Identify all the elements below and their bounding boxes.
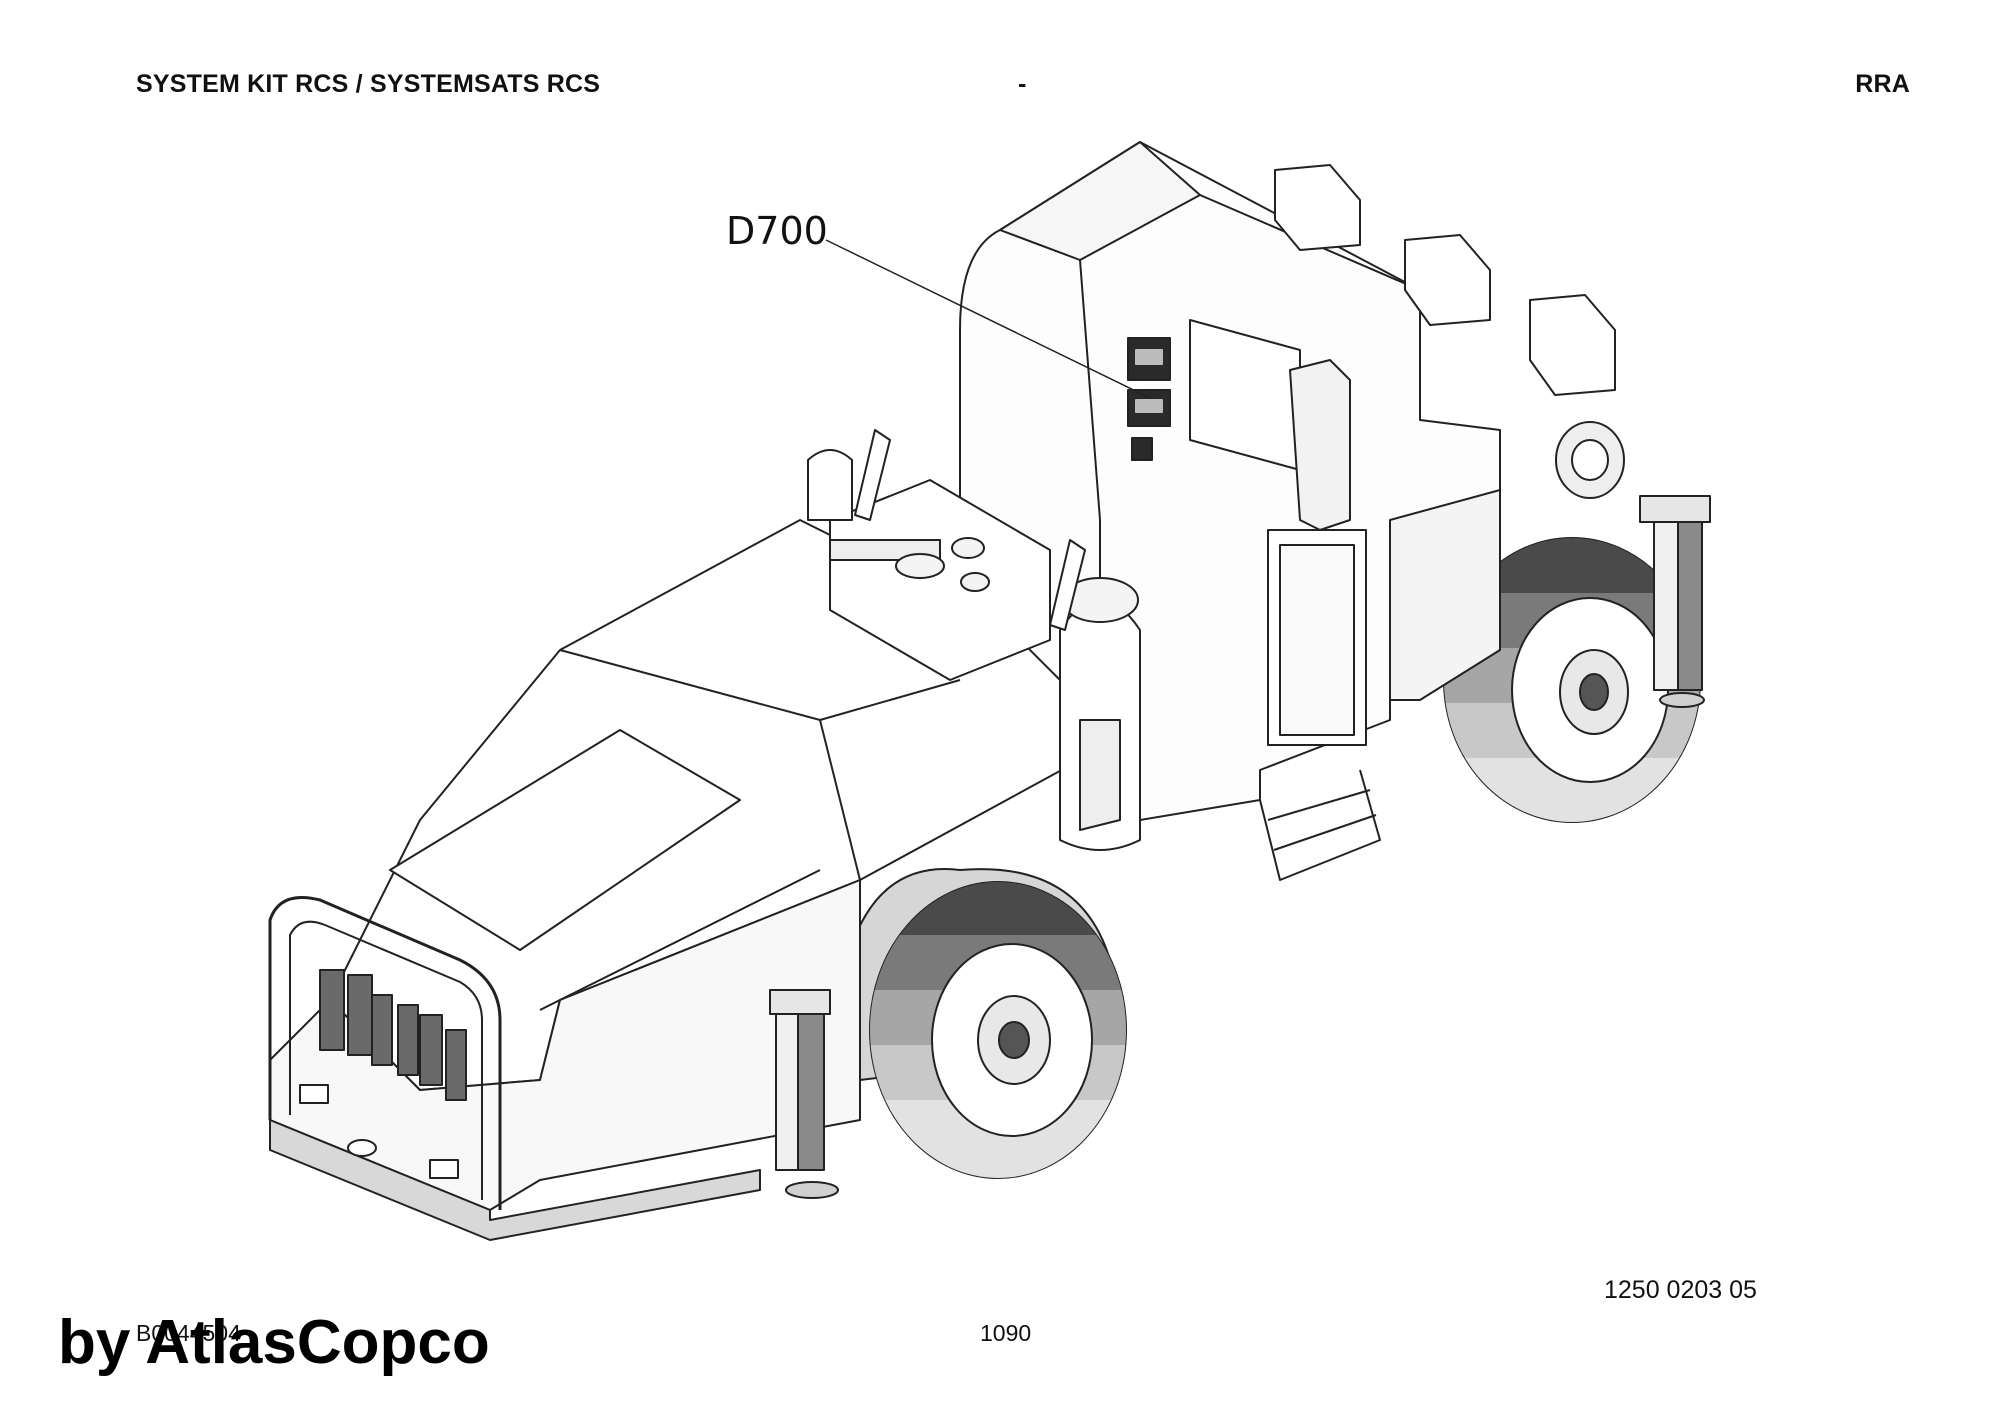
access-ladder	[1259, 769, 1381, 881]
document-title: SYSTEM KIT RCS / SYSTEMSATS RCS	[136, 70, 601, 98]
front-bumper-guard	[268, 896, 502, 1210]
headlight-cluster	[319, 969, 467, 1101]
control-unit-d700	[1127, 337, 1171, 461]
model-code: RRA	[1855, 70, 1910, 98]
part-number: 1250 0203 05	[1604, 1276, 1757, 1304]
callout-leader-line	[825, 239, 1151, 399]
atlascopco-watermark: by AtlasCopco	[58, 1308, 490, 1377]
engine-components	[807, 449, 1141, 851]
callout-label-d700: D700	[726, 209, 828, 253]
rear-outrigger	[1639, 495, 1711, 708]
front-outrigger	[769, 989, 839, 1199]
header-center-mark: -	[1018, 70, 1027, 98]
callout-d700: D700	[726, 209, 1151, 399]
page-number: 1090	[980, 1320, 1032, 1346]
engine-hood	[269, 519, 1081, 1241]
front-wheel	[849, 868, 1127, 1179]
drawing-reference: B0044504	[136, 1320, 241, 1346]
